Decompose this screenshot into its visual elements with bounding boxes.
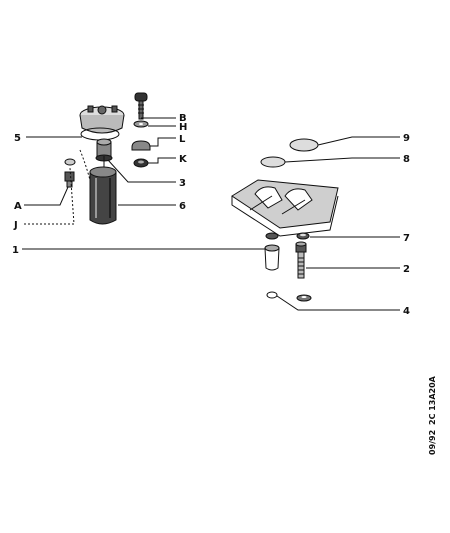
callout-h: H (179, 122, 187, 133)
bracket-l (131, 140, 151, 151)
callout-j: J (13, 220, 18, 231)
callout-6: 6 (179, 201, 186, 212)
grommet-k (133, 158, 149, 168)
callout-b: B (179, 113, 187, 124)
callout-2: 2 (403, 264, 410, 275)
callout-8: 8 (403, 154, 410, 165)
leader-lines (22, 117, 400, 311)
nuts-4 (266, 291, 312, 302)
cap-8 (260, 156, 286, 168)
callout-1: 1 (12, 245, 19, 256)
washer-h (133, 120, 149, 128)
reference-code: 2C 13A20A (428, 375, 437, 425)
callout-5: 5 (14, 133, 21, 144)
nut-a (64, 158, 76, 188)
cover-plate (231, 179, 339, 237)
stud-2 (295, 241, 307, 279)
reference-date: 09/92 (428, 430, 437, 455)
screw-b (134, 92, 148, 120)
reference-block: 09/92 2C 13A20A (428, 375, 437, 455)
fuel-pump-assembly (79, 105, 125, 225)
callout-4: 4 (403, 306, 410, 317)
callout-a: A (14, 201, 22, 212)
spacer-1 (264, 244, 280, 271)
callout-9: 9 (403, 133, 410, 144)
callout-k: K (179, 154, 188, 165)
callout-7: 7 (403, 233, 410, 244)
callout-3: 3 (179, 178, 186, 189)
grommets-7 (265, 232, 310, 240)
cap-9 (289, 138, 319, 152)
callout-l: L (179, 134, 186, 145)
